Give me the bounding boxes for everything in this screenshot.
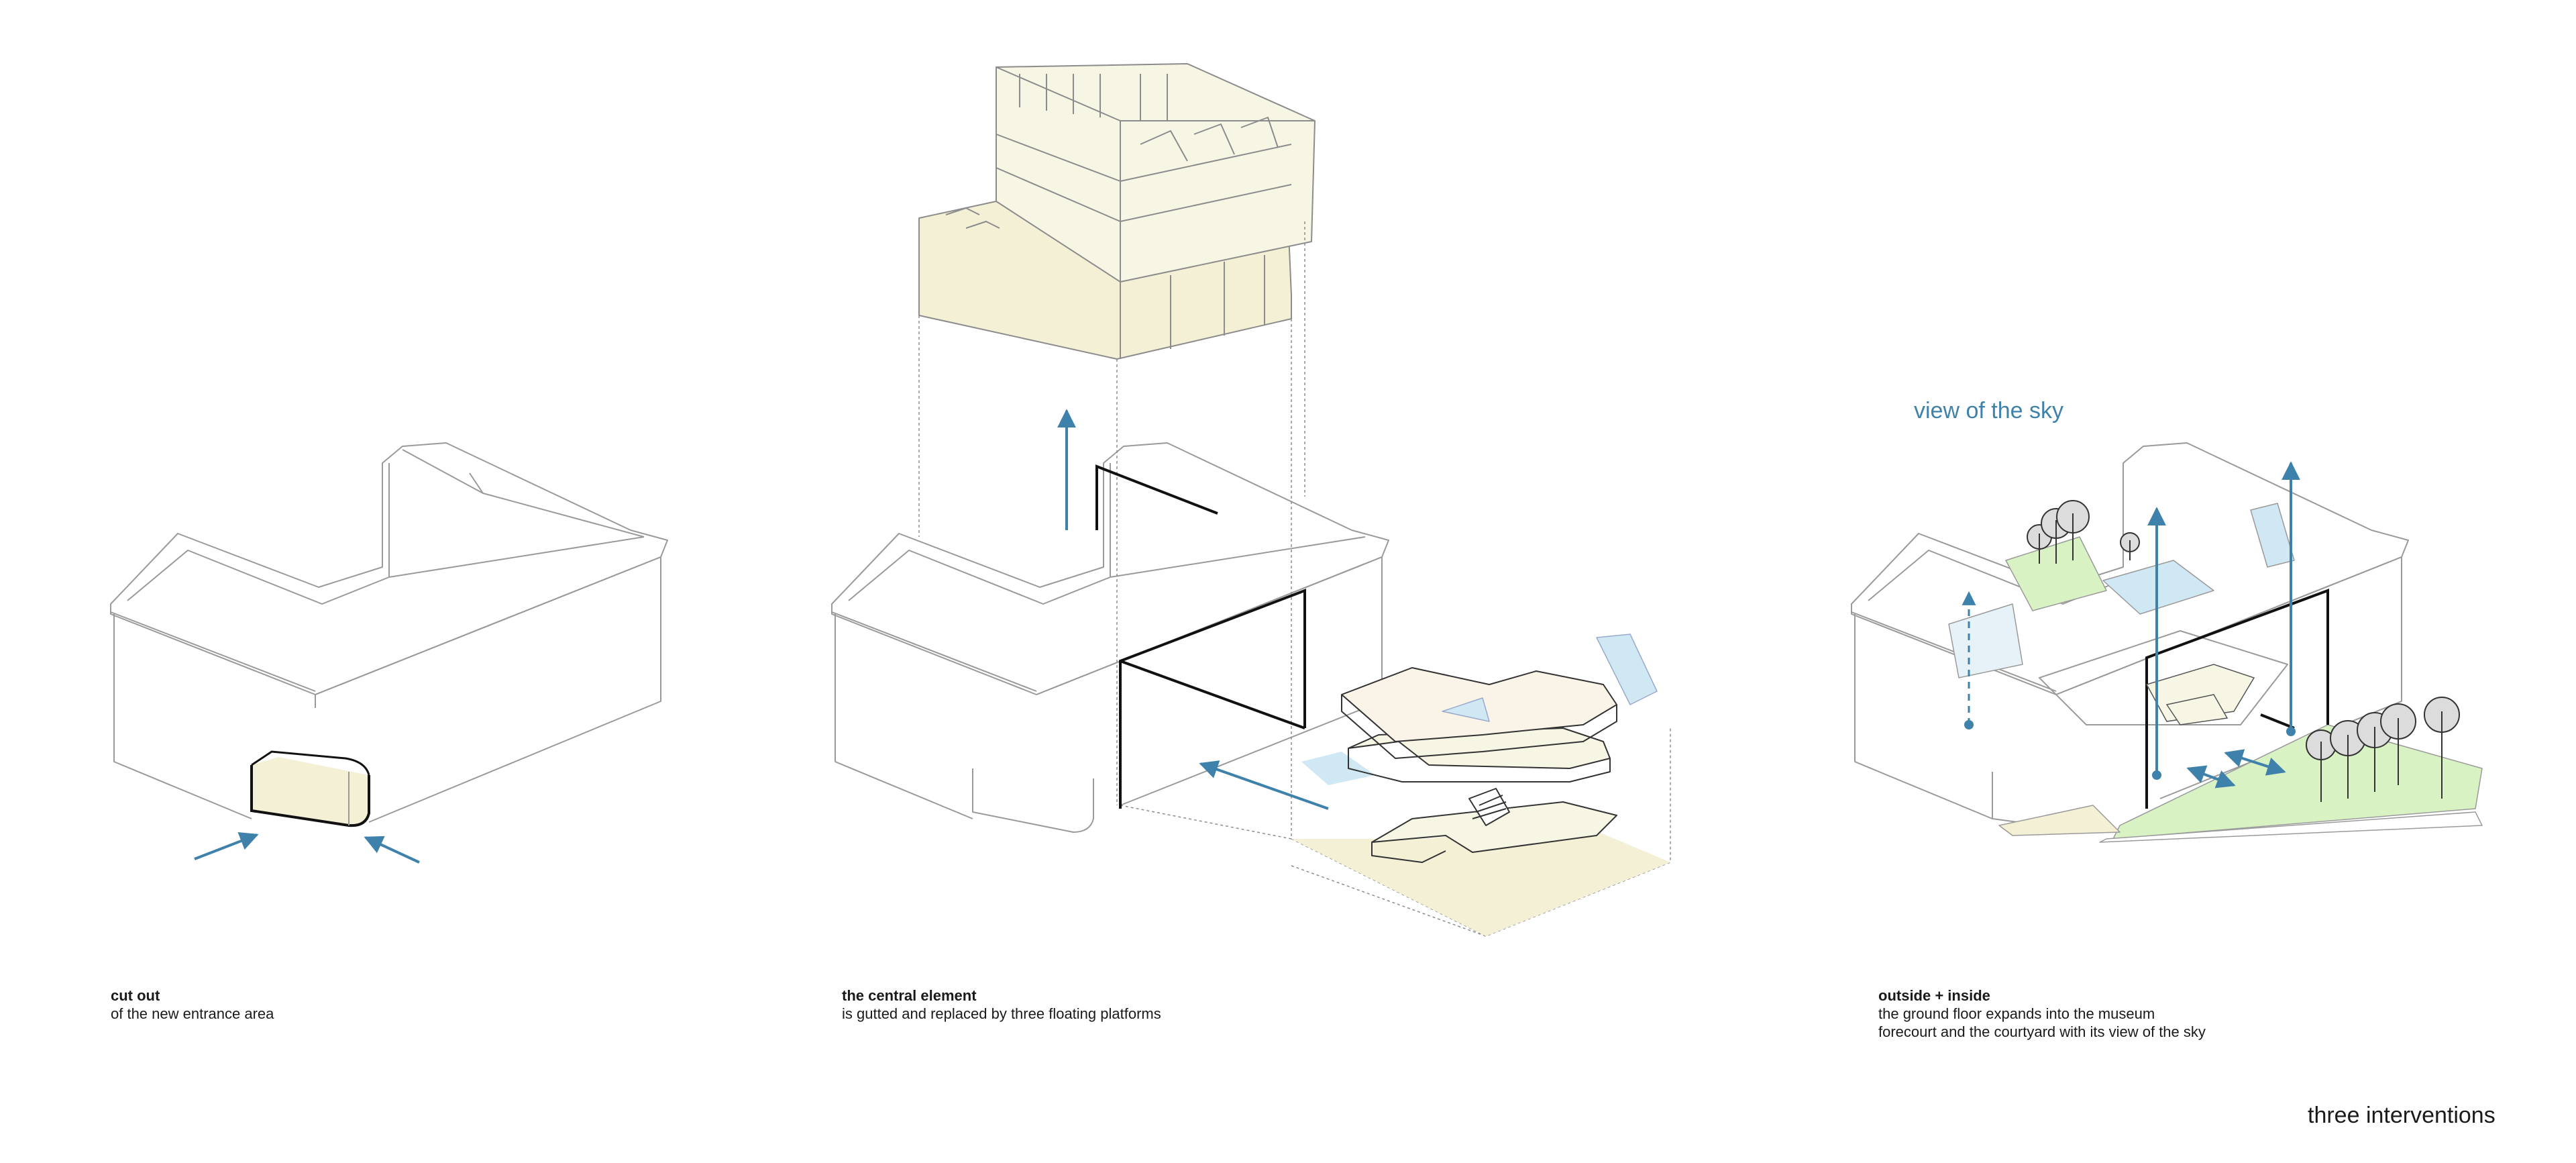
wall-left xyxy=(113,614,252,819)
arrow-in-right-icon xyxy=(364,836,420,864)
caption-line: is gutted and replaced by three floating… xyxy=(842,1005,1161,1022)
sky-annotation: view of the sky xyxy=(1914,398,2063,423)
caption-cut-out: cut out of the new entrance area xyxy=(111,987,274,1023)
double-arrow-icon xyxy=(2186,765,2236,789)
caption-title: outside + inside xyxy=(1878,987,1990,1004)
double-arrow-icon xyxy=(2224,749,2286,776)
tree-icon xyxy=(2120,532,2140,560)
caption-line: forecourt and the courtyard with its vie… xyxy=(1878,1023,2206,1040)
arrow-left-icon xyxy=(1199,760,1329,810)
caption-central-element: the central element is gutted and replac… xyxy=(842,987,1161,1023)
central-void-frame xyxy=(1095,464,1306,809)
tree-icon xyxy=(2424,697,2460,799)
sky-arrows xyxy=(2147,461,2300,780)
caption-title: the central element xyxy=(842,987,977,1004)
caption-title: cut out xyxy=(111,987,160,1004)
wall-right xyxy=(368,557,661,823)
lifted-floor-block xyxy=(918,63,1316,360)
platforms-inside xyxy=(2145,664,2255,725)
caption-line: of the new entrance area xyxy=(111,1005,274,1022)
building-axon-cutout xyxy=(110,442,668,823)
trees xyxy=(2027,500,2460,802)
cutout-entrance-volume xyxy=(250,750,370,827)
arrow-in-left-icon xyxy=(194,832,259,860)
diagram-title: three interventions xyxy=(2308,1103,2496,1128)
courtyard-surfaces xyxy=(1948,503,2483,843)
tree-icon xyxy=(2056,500,2090,560)
platform-3 xyxy=(1371,801,1617,853)
caption-line: the ground floor expands into the museum xyxy=(1878,1005,2155,1022)
caption-outside-inside: outside + inside the ground floor expand… xyxy=(1878,987,2206,1041)
courtyard-void-frame xyxy=(2145,589,2329,809)
tree-icon xyxy=(2330,720,2366,799)
dashed-sky-arrow xyxy=(1962,591,1976,729)
tree-icon xyxy=(2380,703,2416,785)
floating-platforms xyxy=(1291,634,1670,936)
